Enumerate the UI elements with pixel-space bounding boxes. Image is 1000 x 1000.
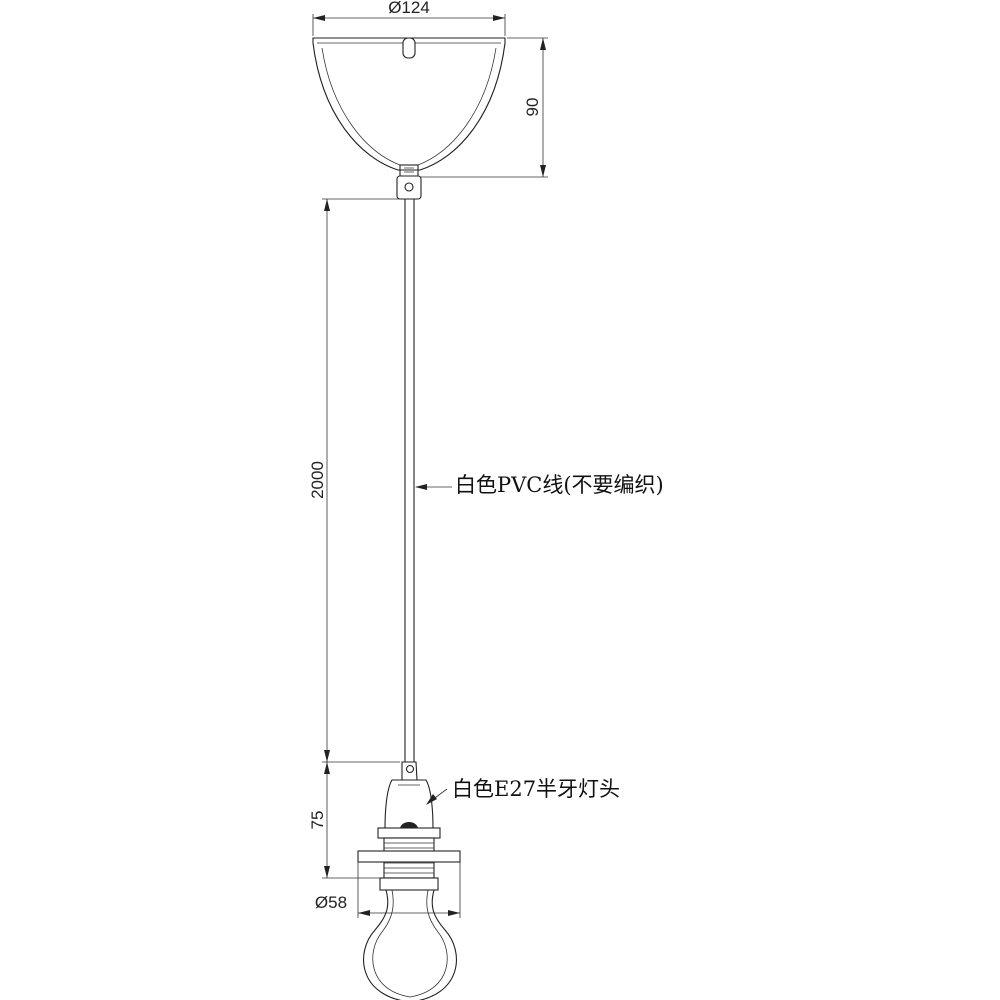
canopy-diameter-dimension <box>312 14 506 36</box>
pvc-cable <box>404 199 415 762</box>
holder-note-leader <box>426 788 448 805</box>
canopy-diameter-label: Ø124 <box>388 0 430 17</box>
cable-note-label: 白色PVC线(不要编织) <box>455 473 664 497</box>
canopy-height-label: 90 <box>523 98 542 117</box>
cable-length-label: 2000 <box>308 461 327 499</box>
holder-note-label: 白色E27半牙灯头 <box>452 777 620 801</box>
e27-lamp-holder <box>357 761 461 891</box>
ceiling-canopy <box>312 37 506 178</box>
cable-length-dimension <box>322 198 400 763</box>
holder-diameter-label: Ø58 <box>315 893 347 912</box>
holder-height-label: 75 <box>308 811 327 830</box>
cable-note-leader <box>415 484 452 490</box>
cable-clamp <box>396 175 422 200</box>
light-bulb <box>363 889 457 1000</box>
holder-diameter-dimension <box>357 862 461 918</box>
holder-height-dimension <box>322 762 380 879</box>
canopy-height-dimension <box>420 37 548 178</box>
